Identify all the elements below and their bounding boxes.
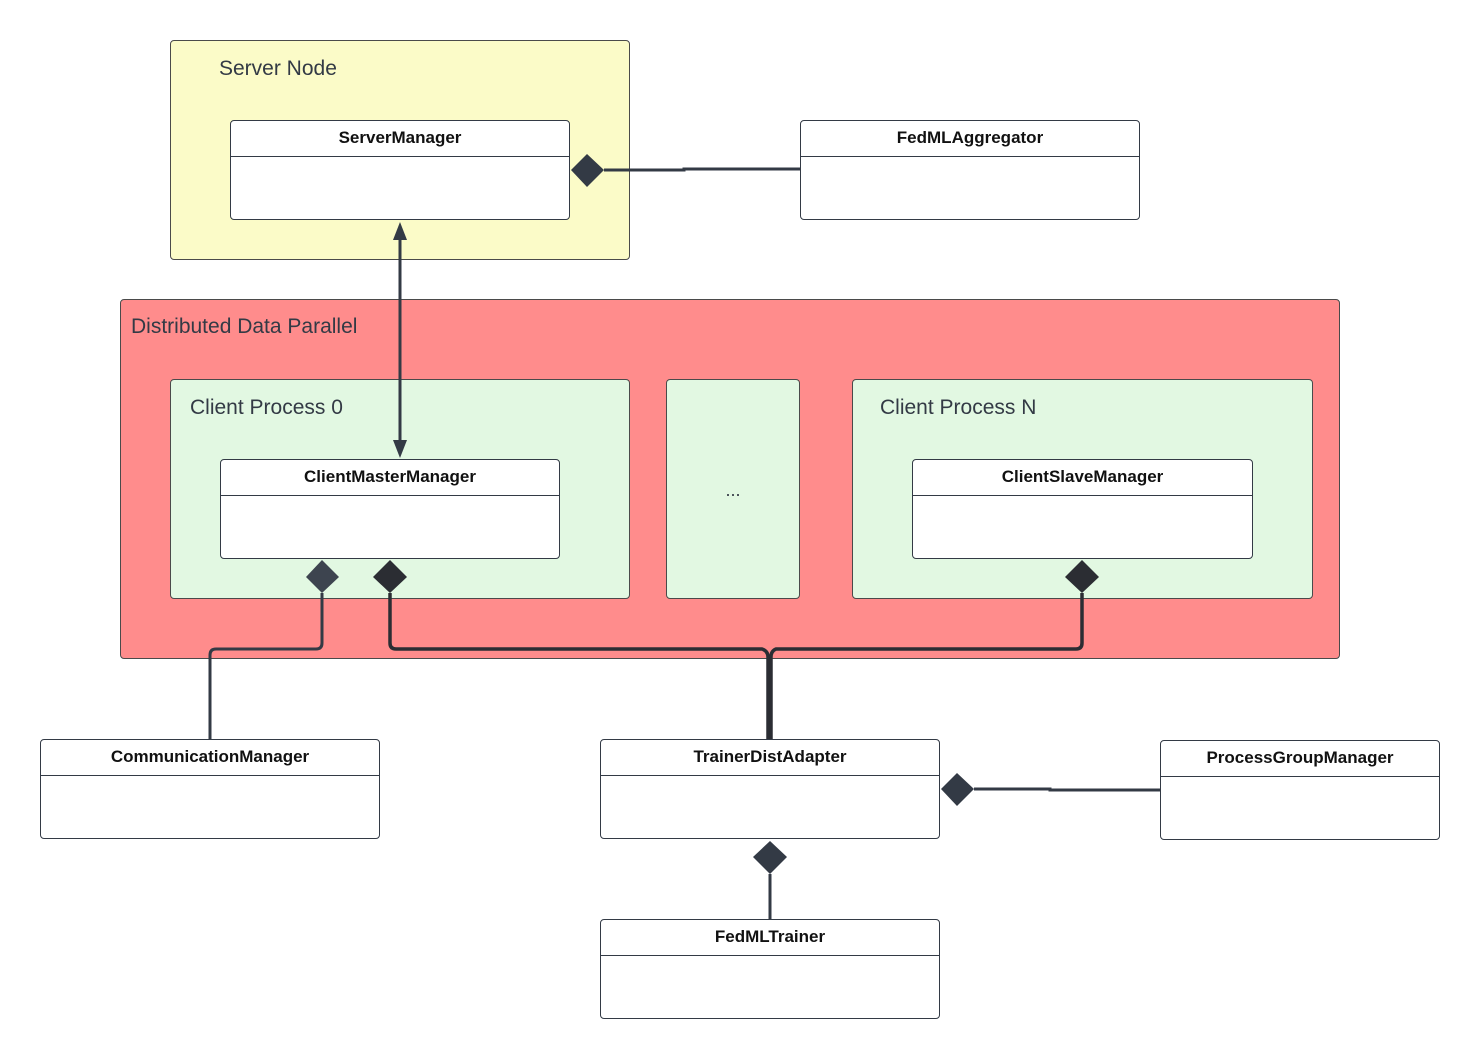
client-process-ellipsis-container: ... xyxy=(666,379,800,599)
trainer-dist-adapter-class: TrainerDistAdapter xyxy=(600,739,940,839)
fedml-trainer-name: FedMLTrainer xyxy=(601,920,939,956)
client-slave-manager-class: ClientSlaveManager xyxy=(912,459,1253,559)
communication-manager-name: CommunicationManager xyxy=(41,740,379,776)
composition-diamond-fedml-trainer xyxy=(753,841,787,874)
fedml-trainer-class: FedMLTrainer xyxy=(600,919,940,1019)
trainer-dist-adapter-name: TrainerDistAdapter xyxy=(601,740,939,776)
server-manager-name: ServerManager xyxy=(231,121,569,157)
composition-diamond-process-group xyxy=(941,773,974,806)
composition-adapter-fedml-trainer xyxy=(753,841,787,919)
composition-adapter-process-group xyxy=(941,773,1160,806)
fedml-aggregator-class: FedMLAggregator xyxy=(800,120,1140,220)
ellipsis-label: ... xyxy=(725,480,741,500)
client-process-n-title: Client Process N xyxy=(880,396,1037,419)
server-node-title: Server Node xyxy=(219,57,337,80)
server-manager-class: ServerManager xyxy=(230,120,570,220)
client-slave-manager-name: ClientSlaveManager xyxy=(913,460,1252,496)
client-master-manager-class: ClientMasterManager xyxy=(220,459,560,559)
fedml-aggregator-name: FedMLAggregator xyxy=(801,121,1139,157)
process-group-manager-class: ProcessGroupManager xyxy=(1160,740,1440,840)
client-master-manager-name: ClientMasterManager xyxy=(221,460,559,496)
communication-manager-class: CommunicationManager xyxy=(40,739,380,839)
ddp-title: Distributed Data Parallel xyxy=(131,315,358,338)
process-group-manager-name: ProcessGroupManager xyxy=(1161,741,1439,777)
client-process-0-title: Client Process 0 xyxy=(190,396,343,419)
